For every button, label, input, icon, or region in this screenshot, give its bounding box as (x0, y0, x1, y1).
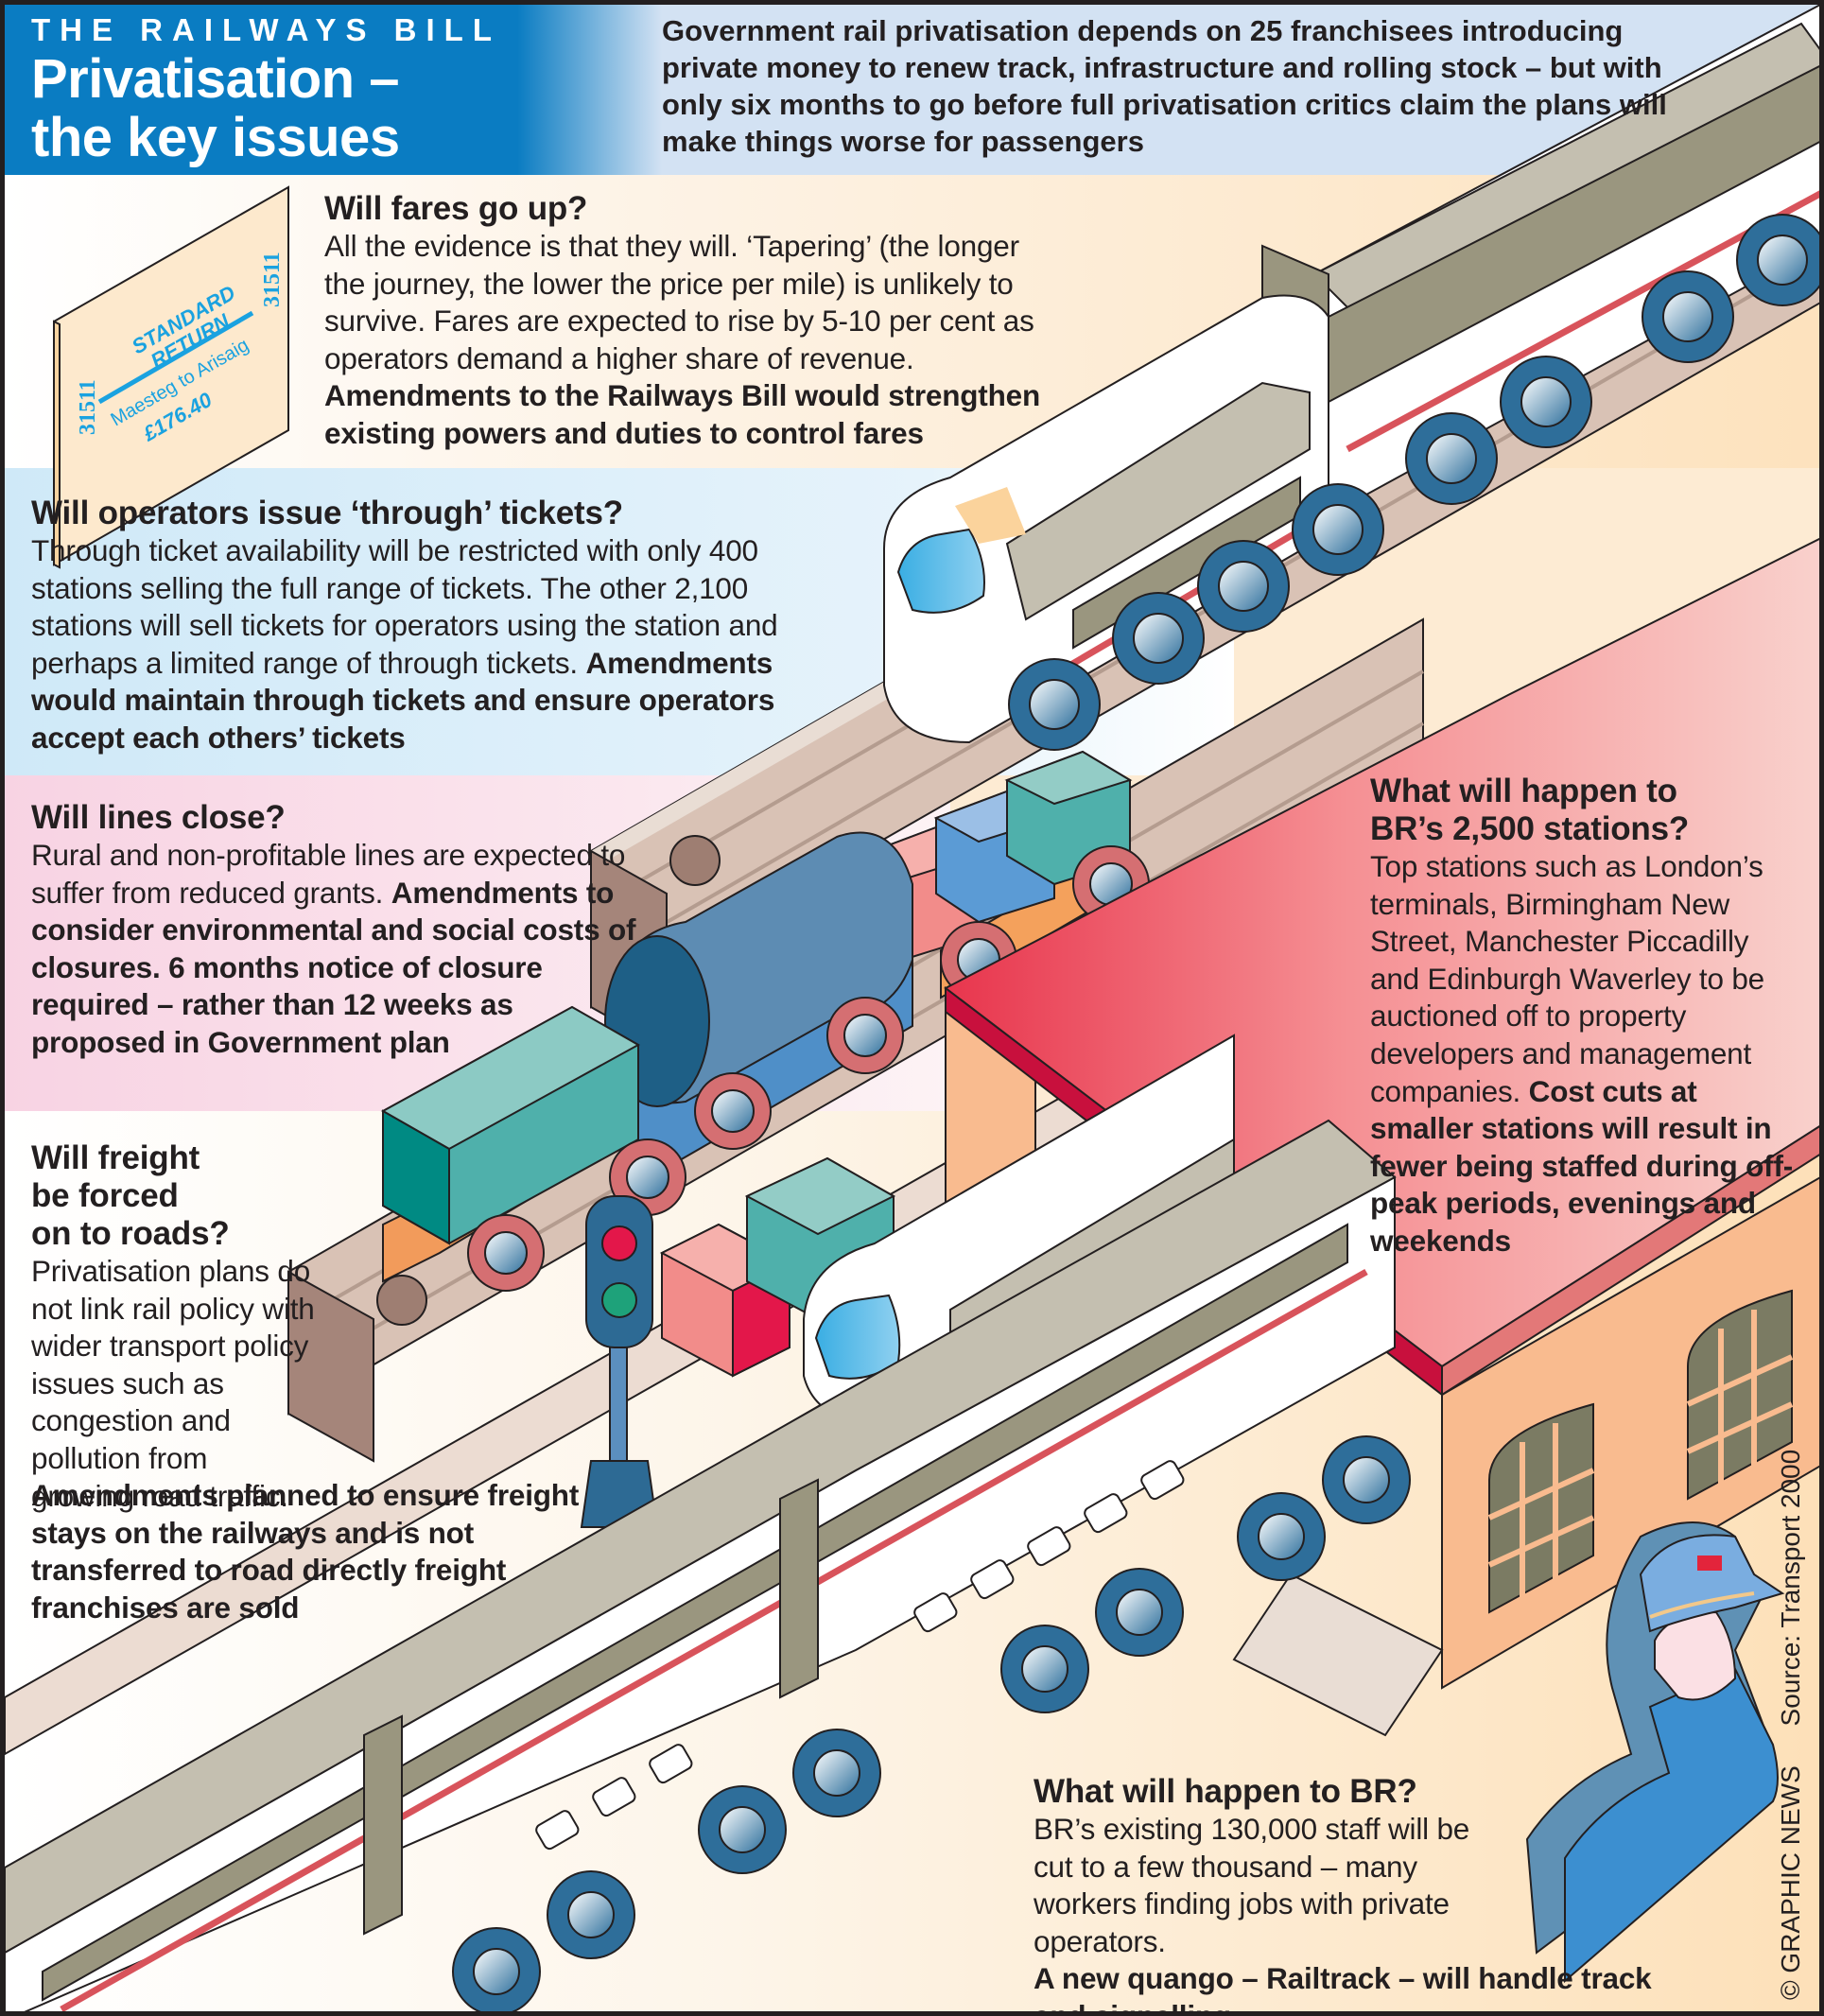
title-band (5, 5, 662, 175)
intro-text: Government rail privatisation depends on… (662, 14, 1667, 158)
section-freight-emphasis: Amendments planned to ensure freight sta… (31, 1477, 599, 1626)
lower-train-wheels (452, 1435, 1411, 2011)
signal (580, 1195, 659, 1528)
section-emphasis: Amendments would maintain through ticket… (31, 645, 775, 755)
cargo-cubes (659, 1156, 896, 1378)
ticket-illustration: STANDARD RETURN Maesteg to Arisaig £176.… (53, 185, 289, 569)
section-emphasis: Amendments to the Railways Bill would st… (324, 378, 1040, 450)
title-line-1: Privatisation – (31, 48, 399, 110)
section-emphasis: A new quango – Railtrack – will handle t… (1034, 1961, 1652, 2016)
section-freight-body: Privatisation plans do not link rail pol… (31, 1253, 315, 1515)
section-body: All the evidence is that they will. ‘Tap… (324, 229, 1034, 375)
lower-train (5, 1119, 1397, 2011)
section-body: Through ticket availability will be rest… (31, 533, 778, 680)
section-fares: Will fares go up? All the evidence is th… (324, 190, 1043, 453)
section-heading-1: Will freight (31, 1139, 200, 1176)
section-br: What will happen to BR? BR’s existing 13… (1034, 1773, 1695, 2016)
section-body: Rural and non-profitable lines are expec… (31, 838, 626, 910)
br-staff-figure (1525, 1521, 1785, 1984)
kicker: THE RAILWAYS BILL (31, 12, 501, 47)
source: Source: Transport 2000 (1776, 1449, 1805, 1727)
section-heading-2: BR’s 2,500 stations? (1370, 810, 1690, 847)
section-emphasis: Cost cuts at smaller stations will resul… (1370, 1073, 1794, 1258)
section-lines-close: Will lines close? Rural and non-profitab… (31, 799, 655, 1062)
section-body: Top stations such as London’s terminals,… (1370, 849, 1764, 1108)
copyright: © GRAPHIC NEWS (1776, 1765, 1805, 2000)
section-emphasis: Amendments to consider environmental and… (31, 875, 636, 1059)
freight-train (380, 750, 1133, 1283)
section-stations: What will happen to BR’s 2,500 stations?… (1370, 773, 1796, 1260)
section-heading-3: on to roads? (31, 1215, 230, 1252)
section-body: Privatisation plans do not link rail pol… (31, 1254, 315, 1513)
title-line-2: the key issues (31, 107, 400, 168)
ticket-number-left: 31511 (76, 379, 100, 435)
illustration: STANDARD RETURN Maesteg to Arisaig £176.… (5, 5, 1819, 2011)
section-heading: Will fares go up? (324, 190, 588, 227)
ticket-number-right: 31511 (260, 252, 285, 307)
section-heading: Will operators issue ‘through’ tickets? (31, 495, 623, 531)
section-emphasis: Amendments planned to ensure freight sta… (31, 1478, 580, 1625)
section-heading-1: What will happen to (1370, 773, 1677, 809)
section-heading: Will lines close? (31, 799, 286, 836)
section-freight: Will freight be forced on to roads? (31, 1139, 315, 1253)
section-through-tickets: Will operators issue ‘through’ tickets? … (31, 495, 816, 757)
upper-train-wheels (1008, 214, 1819, 751)
page-title: Privatisation – the key issues (31, 50, 400, 167)
lower-train-windows (535, 1460, 1185, 1851)
section-heading: What will happen to BR? (1034, 1773, 1417, 1810)
credits: © GRAPHIC NEWS Source: Transport 2000 (1776, 1417, 1806, 2000)
section-heading-2: be forced (31, 1177, 179, 1214)
section-body: BR’s existing 130,000 staff will be cut … (1034, 1812, 1470, 1958)
